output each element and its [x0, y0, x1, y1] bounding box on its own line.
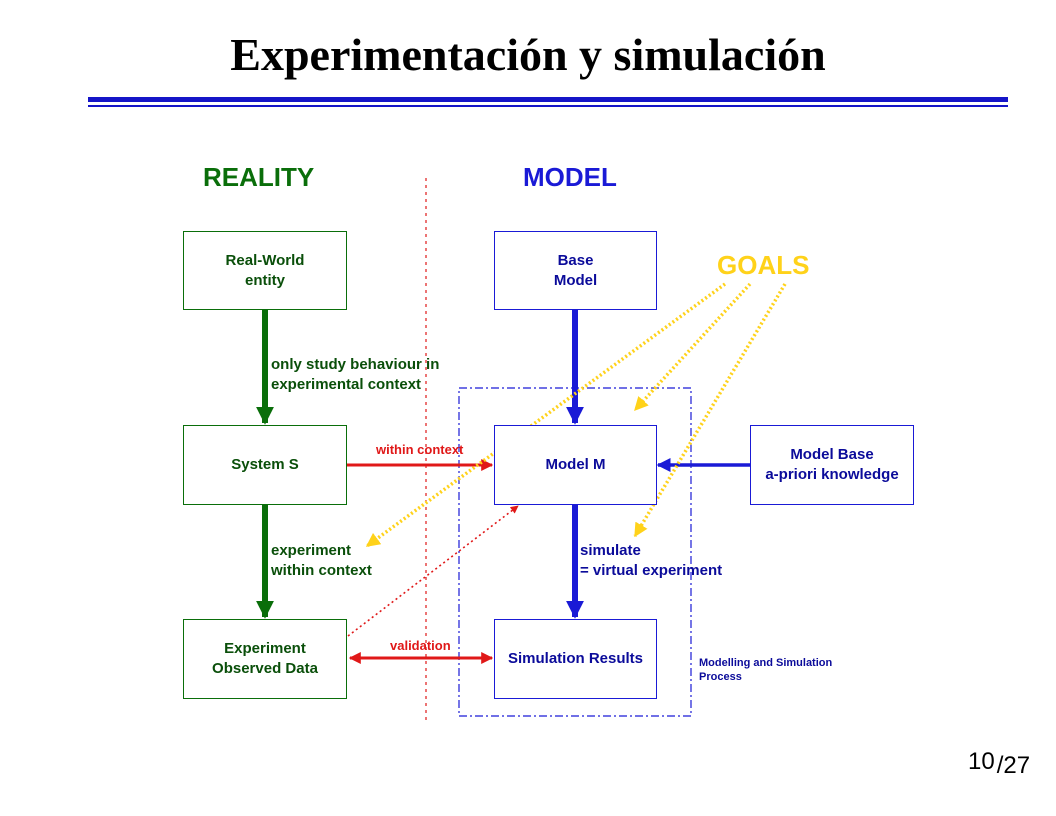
base-model-box: Base Model	[494, 231, 657, 310]
model-base-box: Model Base a-priori knowledge	[750, 425, 914, 505]
model-heading: MODEL	[523, 162, 617, 192]
slide-title: Experimentación y simulación	[230, 29, 826, 80]
experiment-within-line-2: within context	[271, 562, 372, 579]
system-s-box: System S	[183, 425, 347, 505]
page-current: 10	[968, 748, 995, 775]
simulate-line-1: simulate	[580, 542, 641, 559]
goals-heading: GOALS	[717, 250, 810, 280]
base-model-line-2: Model	[553, 271, 598, 289]
simulation-results-box: Simulation Results	[494, 619, 657, 699]
process-label: Modelling and Simulation Process	[699, 656, 832, 684]
real-world-line-1: Real-World	[225, 251, 305, 269]
simulation-results-label: Simulation Results	[507, 650, 644, 667]
goal-arrow-simulate	[633, 283, 787, 538]
experiment-within-context-label: experiment within context	[271, 541, 372, 581]
only-study-label: only study behaviour in experimental con…	[271, 355, 439, 395]
process-line-2: Process	[699, 671, 742, 683]
validation-label: validation	[390, 638, 451, 653]
goal-arrow-experiment	[365, 282, 727, 548]
model-m-label: Model M	[545, 456, 606, 473]
reality-heading: REALITY	[203, 162, 315, 192]
model-m-box: Model M	[494, 425, 657, 505]
real-world-entity-box: Real-World entity	[183, 231, 347, 310]
title-rule-thick	[88, 97, 1008, 102]
title-rule-thin	[88, 105, 1008, 107]
only-study-line-1: only study behaviour in	[271, 356, 440, 373]
only-study-line-2: experimental context	[271, 376, 422, 393]
goal-arrow-modelm	[633, 282, 752, 412]
process-line-1: Modelling and Simulation	[699, 657, 833, 669]
arrow-experiment-to-modelm	[347, 505, 519, 637]
experiment-line-2: Observed Data	[212, 660, 318, 677]
experiment-line-1: Experiment	[224, 640, 306, 657]
experiment-observed-data-box: Experiment Observed Data	[183, 619, 347, 699]
real-world-line-2: entity	[244, 271, 285, 289]
page-total: /27	[996, 752, 1031, 779]
system-s-label: System S	[231, 456, 299, 473]
simulate-line-2: = virtual experiment	[580, 562, 723, 579]
model-base-line-2: a-priori knowledge	[765, 466, 899, 483]
experiment-within-line-1: experiment	[271, 542, 352, 559]
base-model-line-1: Base	[557, 251, 594, 269]
page-number: 10/27	[968, 748, 1031, 780]
within-context-label: within context	[376, 442, 464, 457]
simulate-label: simulate = virtual experiment	[580, 541, 722, 581]
model-base-line-1: Model Base	[790, 446, 874, 463]
